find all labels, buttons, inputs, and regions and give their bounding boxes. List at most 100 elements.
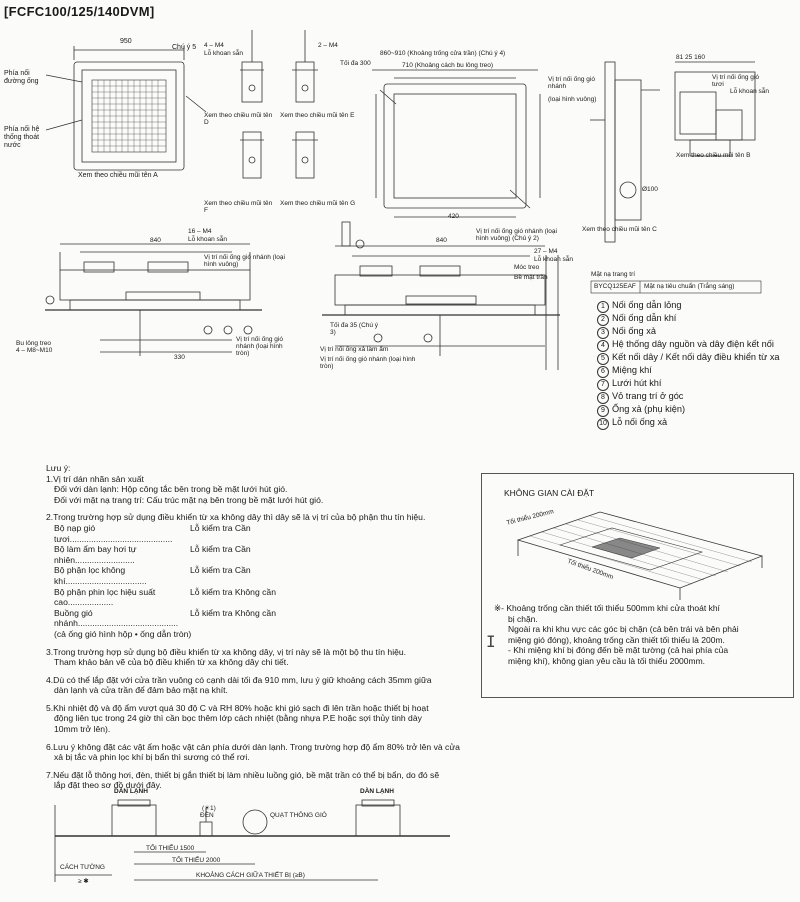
caption-view-c: Xem theo chiều mũi tên C xyxy=(582,226,657,233)
install-note-3a: miệng khí), không gian yêu cầu là tối th… xyxy=(508,655,706,666)
model-title: FCFC100/125/140DVM xyxy=(4,4,155,19)
top-view-caption: Xem theo chiều mũi tên A xyxy=(78,172,158,179)
install-note-3: - Khi miệng khí bị đóng đến bề mặt tường… xyxy=(508,645,729,655)
section-left-drawing xyxy=(45,243,262,356)
note-2-row: Bộ làm ẩm bay hơi tự nhiên..............… xyxy=(54,544,251,565)
side-view-bc-drawing xyxy=(590,61,756,243)
hanger-m4-label: 4 – M4 xyxy=(204,42,224,49)
top-view-width: 950 xyxy=(120,38,132,45)
section-left-m4: 16 – M4 xyxy=(188,228,212,235)
bottom-distance: KHOẢNG CÁCH GIỮA THIẾT BỊ (≥B) xyxy=(196,872,305,879)
notes-title: Lưu ý: xyxy=(46,463,71,473)
side-view-hole: Lỗ khoan sẵn xyxy=(730,88,770,95)
note-5a: động liên tục trong 24 giờ thì cần bọc t… xyxy=(54,713,422,724)
note-6a: xả bị tắc và phin lọc khí bị bẩn thì sươ… xyxy=(54,752,250,763)
section-left-hole: Lỗ khoan sẵn xyxy=(188,236,228,243)
install-space-notes: ※- Khoảng trống cần thiết tối thiểu 500m… xyxy=(494,603,789,666)
ceiling-view-drawing xyxy=(372,69,541,218)
section-right-dim-840: 840 xyxy=(436,237,447,244)
note-3: 3.Trong trường hợp sử dụng bộ điều khiển… xyxy=(46,646,407,657)
note-2-row: Buồng gió nhánh.........................… xyxy=(54,607,276,629)
bottom-lamp: ĐÈN xyxy=(200,812,214,819)
note-7a: lắp đặt theo sơ đồ dưới đây. xyxy=(54,780,162,791)
section-right-hook: Móc treo xyxy=(514,264,540,271)
bottom-lamp-note: (☀1) xyxy=(202,805,216,812)
install-space-drawing xyxy=(516,511,764,600)
note-1b: Đối với mặt nạ trang trí: Cấu trúc mặt n… xyxy=(54,494,324,505)
note-4: 4.Dù có thể lắp đặt với cửa trần vuông c… xyxy=(46,674,432,685)
caption-view-d: Xem theo chiều mũi tên D xyxy=(204,112,273,126)
section-left-dim-840: 840 xyxy=(150,237,161,244)
section-right-drawing xyxy=(322,221,560,370)
panel-table-header: Mặt nạ trang trí xyxy=(591,271,636,278)
ceiling-dim-300: Tối đa 300 xyxy=(340,60,371,67)
section-right-hole: Lỗ khoan sẵn xyxy=(534,256,574,263)
section-left-branch: Vị trí nối ống gió nhánh (loại hình vuôn… xyxy=(204,254,285,268)
bottom-unit-right: DÀN LẠNH xyxy=(360,788,394,795)
section-right-m4: 27 – M4 xyxy=(534,248,558,255)
section-right-branch: Vị trí nối ống gió nhánh (loại hình vuôn… xyxy=(476,228,557,242)
section-right-drain: Vị trí nối ống xả làm ẩm xyxy=(320,346,389,353)
note-4a: dàn lạnh và cửa trần để đảm bảo mặt nạ k… xyxy=(54,685,228,696)
panel-table-model: BYCQ125EAF xyxy=(594,283,636,290)
ceiling-dim-bottom: 420 xyxy=(448,213,459,220)
install-note-1: ※- Khoảng trống cần thiết tối thiểu 500m… xyxy=(494,603,720,613)
install-note-1a: bị chặn. xyxy=(508,613,538,624)
side-view-dia: Ø100 xyxy=(642,186,658,193)
side-view-fresh-air: Vị trí nối ống gió tươi xyxy=(712,74,759,88)
section-right-ceiling: Bề mặt trần xyxy=(514,274,548,281)
bottom-fan: QUẠT THÔNG GIÓ xyxy=(270,812,327,819)
side-view-dims: 81 25 160 xyxy=(676,54,705,61)
hanger-m4-label-2: 2 – M4 xyxy=(318,42,338,49)
note-5: 5.Khi nhiệt độ và độ ẩm vượt quá 30 độ C… xyxy=(46,702,429,713)
note-5b: 10mm trở lên). xyxy=(54,724,111,735)
ceiling-dim-top: 860~910 (Khoảng trống cửa trần) (Chú ý 4… xyxy=(380,50,506,57)
caption-view-g: Xem theo chiều mũi tên G xyxy=(280,200,356,207)
note-6: 6.Lưu ý không đặt các vật ẩm hoặc vật cả… xyxy=(46,741,460,752)
section-left-bolt: Bu lông treo 4 – M8~M10 xyxy=(16,340,53,354)
note-2-foot: (cả ống gió hình hộp • ống dẫn tròn) xyxy=(54,628,192,639)
note-2-row: Bộ nạp gió tươi.........................… xyxy=(54,522,251,544)
ceiling-dim-inner: 710 (Khoảng cách bu lông treo) xyxy=(402,62,494,69)
notes-block: Lưu ý: 1.Vị trí dán nhãn sản xuất Đối vớ… xyxy=(46,463,486,791)
bottom-wall-val: ≥ ✱ xyxy=(78,878,89,885)
note-1: 1.Vị trí dán nhãn sản xuất xyxy=(46,473,144,484)
side-view-rect: (loại hình vuông) xyxy=(548,96,597,103)
bottom-install-drawing xyxy=(54,799,450,882)
caption-view-e: Xem theo chiều mũi tên E xyxy=(280,112,355,119)
panel-table-desc: Mặt nạ tiêu chuẩn (Trắng sáng) xyxy=(644,283,735,290)
install-note-2: Ngoài ra khi khu vực các góc bị chặn (cả… xyxy=(508,624,739,634)
section-left-branch2: Vị trí nối ống gió nhánh (loại hình tròn… xyxy=(236,336,283,357)
section-right-branch2: Vị trí nối ống gió nhánh (loại hình tròn… xyxy=(320,356,416,370)
note-2-row: Bộ phận phin lọc hiệu suất cao..........… xyxy=(54,586,276,608)
note-3a: Tham khảo bản vẽ của bộ điều khiển từ xa… xyxy=(54,657,289,668)
bottom-unit-left: DÀN LẠNH xyxy=(114,788,148,795)
text-cursor-icon: I xyxy=(486,632,496,651)
top-view-drawing xyxy=(45,46,207,171)
install-space-box xyxy=(481,473,794,698)
section-right-max35: Tối đa 35 (Chú ý 3) xyxy=(330,322,379,336)
hanger-views-drawing xyxy=(240,30,318,179)
hanger-hole-label: Lỗ khoan sẵn xyxy=(204,50,244,57)
caption-view-b: Xem theo chiều mũi tên B xyxy=(676,152,751,159)
note-1a: Đối với dàn lạnh: Hộp công tắc bên trong… xyxy=(54,484,288,495)
note-2: 2.Trong trường hợp sử dụng điều khiển từ… xyxy=(46,512,426,523)
note-7: 7.Nếu đặt lỗ thông hơi, đèn, thiết bị gắ… xyxy=(46,769,440,780)
caption-view-f: Xem theo chiều mũi tên F xyxy=(204,200,273,214)
drain-connection-label: Phía nối hệ thống thoát nước xyxy=(4,126,40,149)
section-left-dim-330: 330 xyxy=(174,354,185,361)
bottom-min2000: TỐI THIỂU 2000 xyxy=(172,857,221,864)
panel-table-drawing xyxy=(590,280,762,294)
